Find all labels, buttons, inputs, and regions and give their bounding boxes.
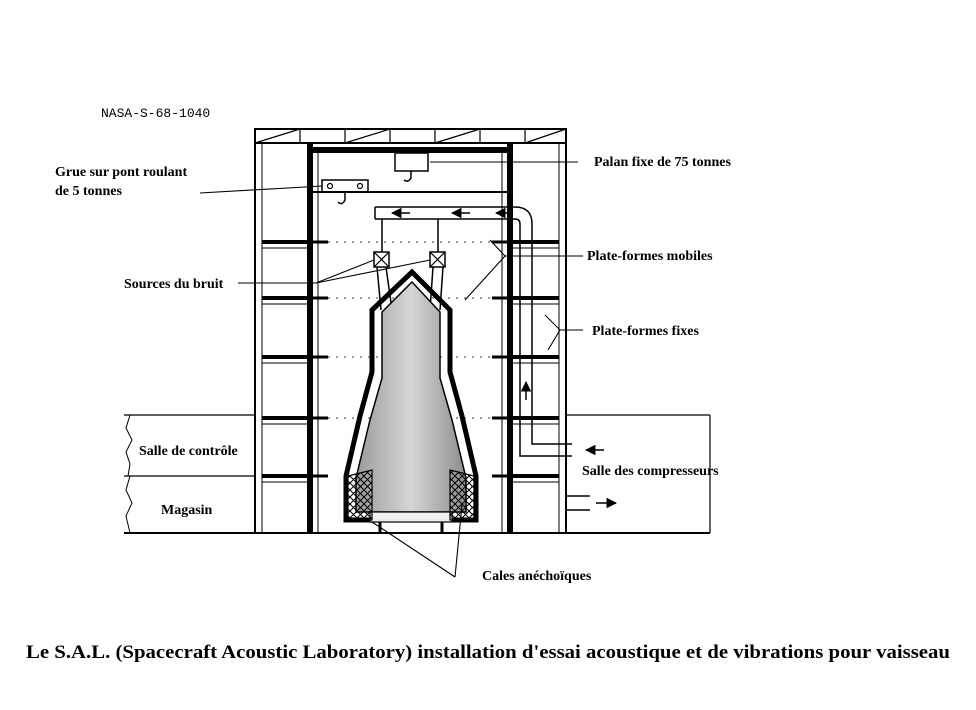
test-vehicle [343, 268, 479, 533]
anechoic-wedges-drawing [347, 469, 475, 521]
reference-number: NASA-S-68-1040 [101, 106, 210, 121]
flow-arrows [390, 207, 618, 509]
label-fixed-platforms: Plate-formes fixes [592, 324, 699, 339]
leader-lines [199, 161, 583, 578]
label-compressor-room: Salle des compresseurs [582, 464, 719, 479]
label-storage: Magasin [161, 503, 213, 518]
label-control-room: Salle de contrôle [139, 444, 238, 459]
equipment [321, 152, 590, 511]
building-structure [124, 128, 711, 534]
label-crane-line2: de 5 tonnes [55, 184, 122, 199]
label-mobile-platforms: Plate-formes mobiles [587, 249, 713, 264]
figure-caption: Le S.A.L. (Spacecraft Acoustic Laborator… [26, 643, 950, 663]
label-hoist: Palan fixe de 75 tonnes [594, 155, 731, 170]
label-noise-sources: Sources du bruit [124, 277, 224, 292]
label-crane-line1: Grue sur pont roulant [55, 165, 187, 180]
label-anechoic-wedges: Cales anéchoïques [482, 569, 592, 584]
